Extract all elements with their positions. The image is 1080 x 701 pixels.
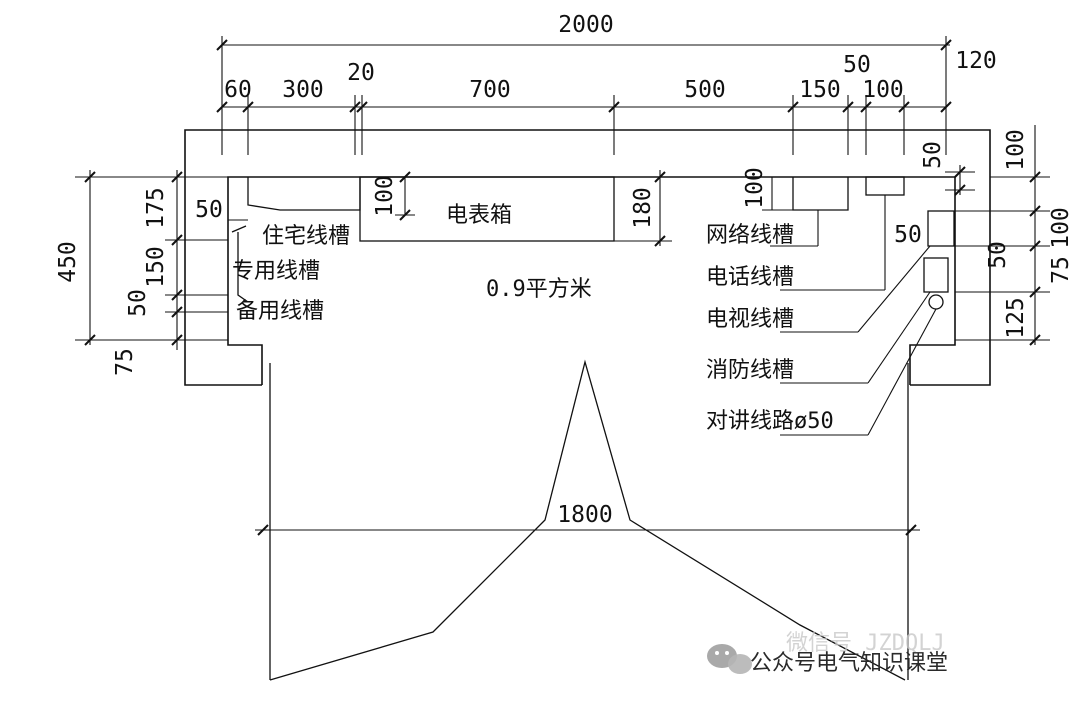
- dim-right-50-inner: 50: [894, 222, 922, 248]
- annotation-labels: 住宅线槽 专用线槽 备用线槽 电表箱 0.9平方米 网络线槽 电话线槽 电视线槽…: [232, 203, 834, 434]
- intercom-conduit-circle: [928, 294, 944, 310]
- meter-box-outline: [359, 176, 615, 242]
- label-area: 0.9平方米: [486, 277, 592, 302]
- dim-seg-500: 500: [684, 77, 726, 103]
- watermark-text-front: 公众号电气知识课堂: [750, 651, 948, 676]
- dim-right-125: 125: [1003, 297, 1029, 339]
- dim-seg-300: 300: [282, 77, 324, 103]
- label-phone-tray: 电话线槽: [706, 265, 794, 290]
- label-meter-box: 电表箱: [446, 203, 512, 228]
- dim-right-100-top: 100: [1003, 129, 1029, 171]
- watermark-text-back: 微信号 JZDQLJ: [786, 631, 945, 656]
- dim-seg-100-top: 100: [862, 77, 904, 103]
- label-tv-tray: 电视线槽: [706, 307, 794, 332]
- dim-left-75: 75: [112, 348, 138, 376]
- label-spare-tray: 备用线槽: [236, 299, 324, 324]
- label-residential-tray: 住宅线槽: [262, 224, 350, 249]
- dim-right-120: 120: [955, 48, 997, 74]
- dim-meter-180: 180: [630, 187, 656, 229]
- dim-seg-50-top: 50: [843, 52, 871, 78]
- dim-meter-100: 100: [372, 175, 398, 217]
- dim-left-50: 50: [125, 289, 151, 317]
- shaft-walls: [184, 129, 991, 386]
- dim-overall-width: 2000: [558, 12, 613, 38]
- dim-seg-20: 20: [347, 60, 375, 86]
- dim-seg-150: 150: [799, 77, 841, 103]
- dimension-lines: [75, 36, 1050, 536]
- dim-right-75: 75: [1048, 256, 1074, 284]
- dim-seg-700: 700: [469, 77, 511, 103]
- dim-inner-50-left: 50: [195, 197, 223, 223]
- dim-right-50-top: 50: [920, 141, 946, 169]
- dim-right-50-mid: 50: [985, 241, 1011, 269]
- dim-right-100: 100: [1048, 207, 1074, 249]
- label-dedicated-tray: 专用线槽: [232, 259, 320, 284]
- label-network-tray: 网络线槽: [706, 223, 794, 248]
- leader-lines: [770, 195, 937, 436]
- door-opening: [269, 359, 909, 681]
- watermark: 微信号 JZDQLJ 公众号电气知识课堂: [707, 631, 948, 676]
- dimension-texts: 2000 120 60 300 20 700 500 150 50 100 45…: [55, 12, 1074, 528]
- label-fire-tray: 消防线槽: [706, 358, 794, 383]
- dim-left-175: 175: [143, 187, 169, 229]
- dim-left-450: 450: [55, 241, 81, 283]
- wechat-icon: [707, 644, 752, 674]
- label-intercom-line: 对讲线路ø50: [706, 409, 834, 434]
- dim-seg-60: 60: [224, 77, 252, 103]
- dim-door-width: 1800: [557, 502, 612, 528]
- dim-left-150: 150: [143, 246, 169, 288]
- dim-net-100: 100: [742, 167, 768, 209]
